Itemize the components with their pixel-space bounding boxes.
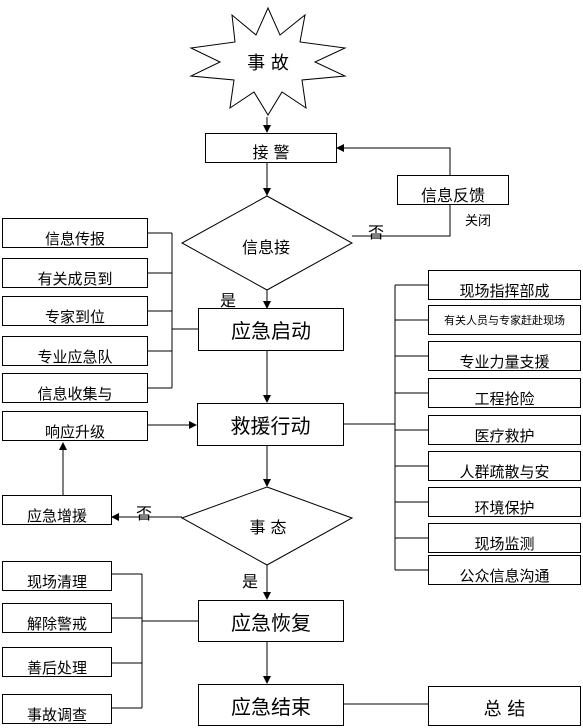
environment-protection-box: 环境保护: [428, 487, 581, 517]
professional-support-box: 专业力量支援: [428, 341, 581, 371]
engineering-rescue-box: 工程抢险: [428, 378, 581, 408]
emergency-end-box: 应急结束: [198, 684, 344, 726]
personnel-to-scene-box: 有关人员与专家赶赴现场: [428, 305, 581, 335]
incident-burst-shape: [189, 6, 347, 116]
info-feedback-box: 信息反馈: [397, 175, 509, 205]
emergency-start-box: 应急启动: [198, 308, 344, 351]
no-label-1: 否: [368, 223, 385, 242]
emergency-team-box: 专业应急队: [2, 336, 148, 366]
yes-label-1: 是: [220, 291, 237, 310]
lift-alert-box: 解除警戒: [2, 603, 112, 633]
info-collect-box: 信息收集与: [2, 373, 148, 403]
incident-investigation-box: 事故调查: [2, 694, 112, 724]
experts-arrive-box: 专家到位: [2, 296, 148, 326]
emergency-recovery-box: 应急恢复: [198, 600, 344, 642]
evacuation-box: 人群疏散与安: [428, 451, 581, 481]
response-upgrade-box: 响应升级: [2, 411, 148, 441]
info-report-box: 信息传报: [2, 218, 148, 248]
emergency-reinforce-box: 应急增援: [2, 495, 112, 525]
close-label: 关闭: [465, 214, 492, 229]
scene-monitoring-box: 现场监测: [428, 523, 581, 553]
incident-label: 事 故: [247, 53, 289, 74]
situation-judge-label: 事 态: [249, 518, 287, 537]
medical-rescue-box: 医疗救护: [428, 415, 581, 445]
summary-box: 总 结: [428, 686, 581, 726]
no-label-2: 否: [136, 504, 153, 523]
scene-cleanup-box: 现场清理: [2, 561, 112, 591]
info-judge-label: 信息接: [241, 238, 291, 257]
members-arrive-box: 有关成员到: [2, 258, 148, 288]
aftermath-box: 善后处理: [2, 647, 112, 677]
command-post-box: 现场指挥部成: [428, 270, 581, 300]
alarm-receive-box: 接 警: [205, 133, 337, 163]
rescue-action-box: 救援行动: [197, 403, 344, 446]
yes-label-2: 是: [242, 572, 259, 591]
public-info-box: 公众信息沟通: [428, 555, 581, 585]
